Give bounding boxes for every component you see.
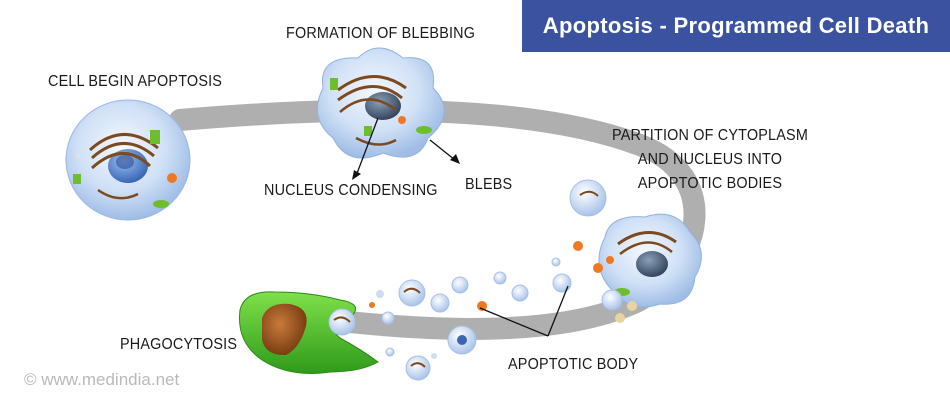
healthy-cell: [65, 99, 191, 221]
watermark: © www.medindia.net: [24, 370, 180, 389]
apoptotic-bodies: [369, 241, 583, 381]
label-formation-of-blebbing: FORMATION OF BLEBBING: [286, 25, 476, 42]
title-banner: Apoptosis - Programmed Cell Death: [522, 0, 950, 52]
nucleus-pointer: [355, 117, 379, 177]
label-nucleus-condensing: NUCLEUS CONDENSING: [264, 182, 438, 199]
blebbing-cell: [316, 47, 445, 159]
apoptotic-body-pointer-left: [479, 307, 549, 337]
label-partition-line1: PARTITION OF CYTOPLASM: [611, 127, 809, 144]
partitioning-cell: [598, 213, 702, 308]
label-apoptotic-body: APOPTOTIC BODY: [508, 356, 639, 373]
phagocyte-cell: [238, 291, 379, 374]
apoptotic-body-pointer-right: [547, 285, 569, 337]
apoptotic-bubble: [569, 179, 607, 217]
label-partition-line3: APOPTOTIC BODIES: [637, 175, 783, 192]
label-partition: PARTITION OF CYTOPLASM AND NUCLEUS INTO …: [611, 124, 809, 196]
blebs-pointer: [429, 139, 456, 161]
label-blebs: BLEBS: [465, 176, 513, 193]
label-cell-begin-apoptosis: CELL BEGIN APOPTOSIS: [48, 73, 223, 90]
label-phagocytosis: PHAGOCYTOSIS: [120, 336, 238, 353]
label-partition-line2: AND NUCLEUS INTO: [637, 151, 783, 168]
